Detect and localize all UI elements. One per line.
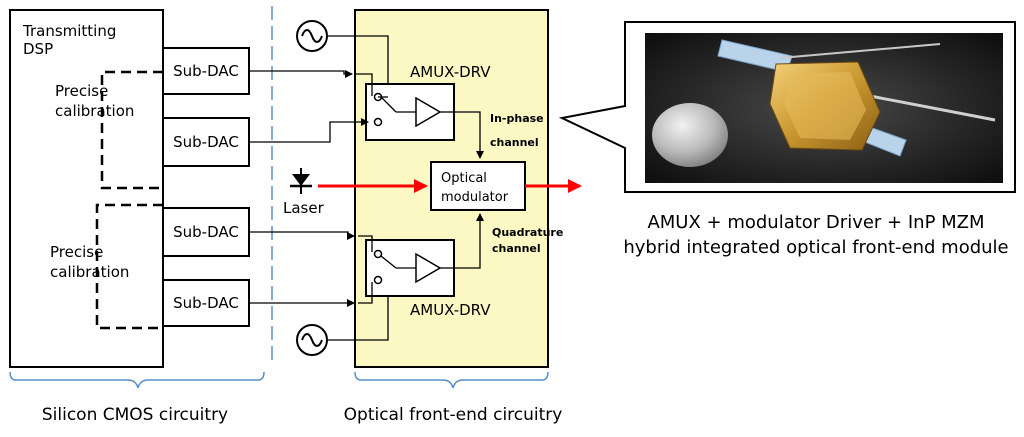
dsp-label-line1: Transmitting [22,22,116,40]
calibration-top-line1: Precise [55,82,108,100]
calibration-bracket-top [100,70,163,190]
optical-modulator: Optical modulator [430,161,526,211]
signal-bottom2-into-switch [358,282,373,304]
calibration-bracket-bottom [95,203,163,330]
clock-line-top [327,35,392,105]
quadrature-label-line2: channel [492,242,541,255]
subdac-4: Sub-DAC [162,279,250,327]
amux-bottom-label: AMUX-DRV [410,301,491,319]
laser-label: Laser [283,199,325,217]
module-caption-line1: AMUX + modulator Driver + InP MZM [647,212,984,233]
subdac-1-label: Sub-DAC [173,62,239,80]
cmos-section: Transmitting DSP Precise calibration Pre… [9,9,250,368]
inphase-label-line1: In-phase [490,112,544,125]
quadrature-line [454,213,484,269]
calibration-bottom-line2: calibration [50,263,129,281]
amux-top-label: AMUX-DRV [410,63,491,81]
signal-subdac2-to-amux [249,118,369,143]
subdac-1: Sub-DAC [162,47,250,95]
amux-drv-top [365,83,455,141]
signal-bottom-into-switch [358,235,373,252]
optical-caption: Optical front-end circuitry [344,405,563,425]
cmos-brace [9,371,265,389]
dsp-label-line2: DSP [23,40,53,58]
inphase-line [454,111,484,159]
modulator-label-line2: modulator [441,190,509,205]
module-caption-line2: hybrid integrated optical front-end modu… [623,237,1008,258]
subdac-3: Sub-DAC [162,207,250,257]
modulator-label-line1: Optical [441,171,487,186]
subdac-2: Sub-DAC [162,117,250,167]
module-photo-callout: AMUX + modulator Driver + InP MZM hybrid… [558,21,1016,258]
calibration-top-line2: calibration [55,102,134,120]
inphase-label-line2: channel [490,136,539,149]
oscillator-bottom-icon [296,324,328,356]
optical-brace [354,371,549,389]
subdac-2-label: Sub-DAC [173,133,239,151]
signal-top-into-switch [356,73,373,96]
subdac-3-label: Sub-DAC [173,223,239,241]
subdac-4-label: Sub-DAC [173,294,239,312]
cmos-caption: Silicon CMOS circuitry [42,405,228,425]
oscillator-top-icon [296,20,328,52]
module-photo [645,33,1003,183]
amux-drv-bottom [365,239,455,297]
optical-section: AMUX-DRV AMUX-DRV [249,9,582,368]
calibration-bottom-line1: Precise [50,243,103,261]
quadrature-label-line1: Quadrature [492,226,563,239]
signal-subdac1-to-amux [249,70,353,78]
laser-diode-icon [290,168,312,194]
signal-subdac3-to-amux [249,231,355,240]
